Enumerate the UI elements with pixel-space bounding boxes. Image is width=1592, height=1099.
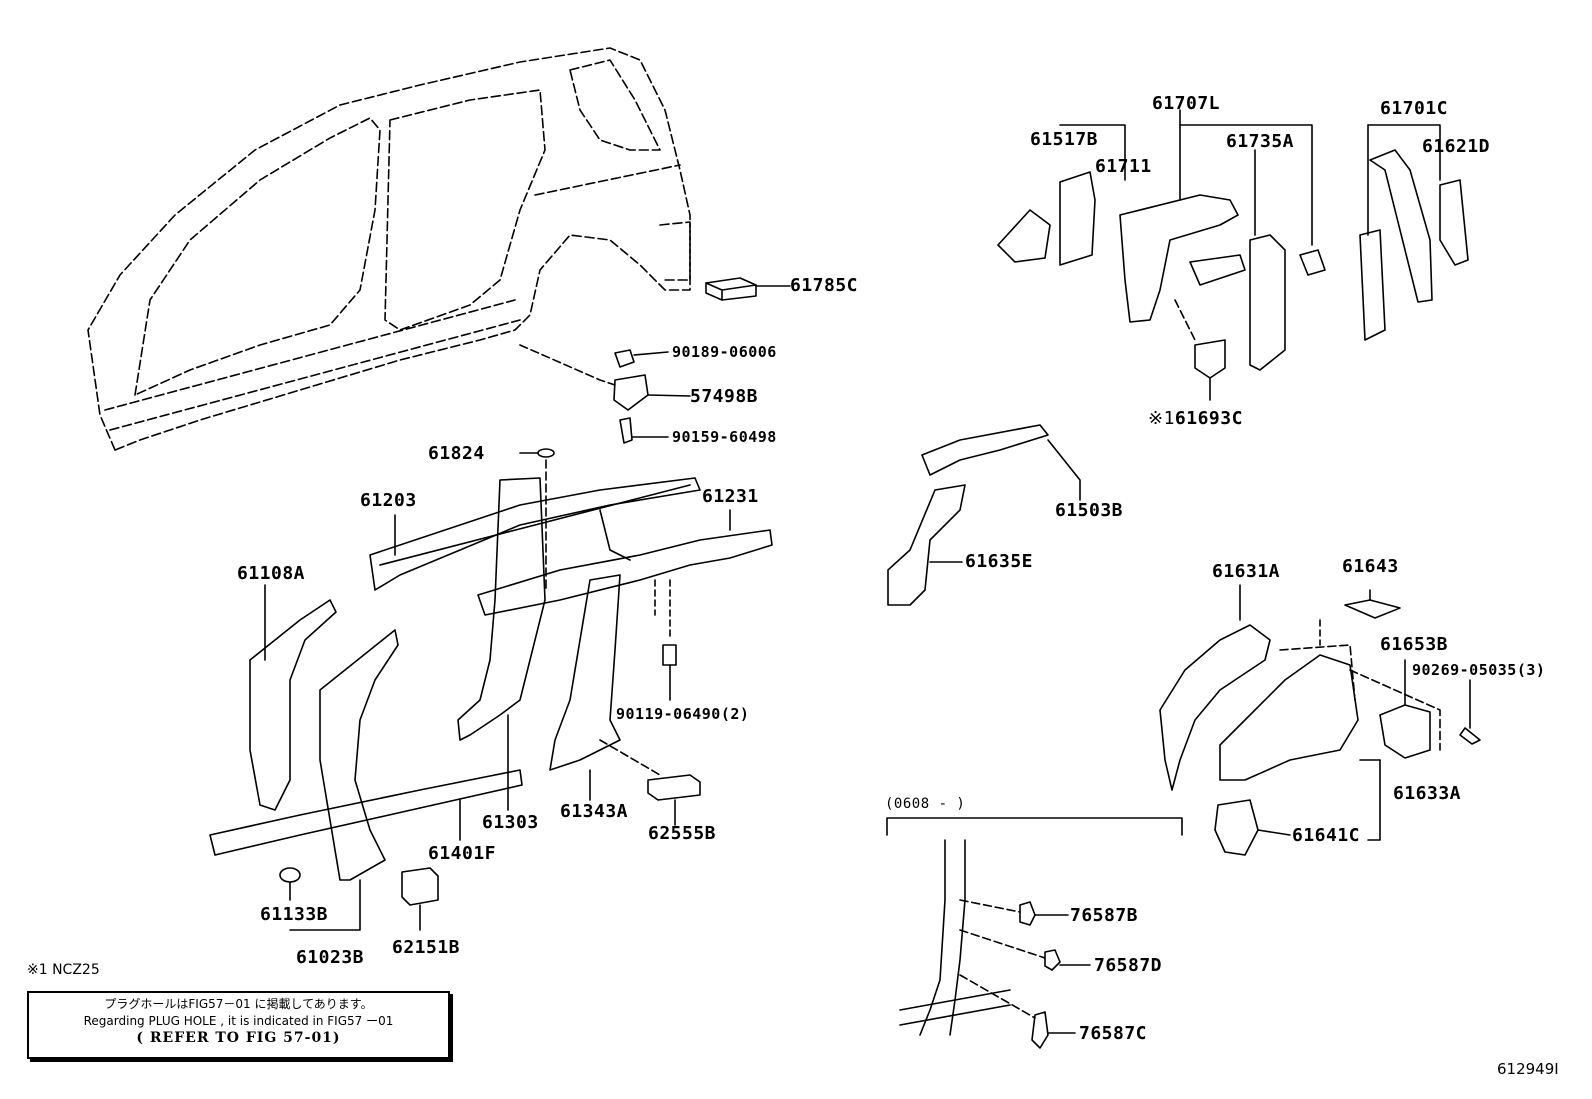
label-61503B: 61503B [1055, 500, 1124, 521]
label-76587C: 76587C [1079, 1023, 1148, 1044]
label-90119-06490: 90119-06490(2) [616, 705, 750, 723]
part-61824 [519, 448, 555, 591]
part-61503B [921, 424, 1081, 501]
label-61635E: 61635E [965, 551, 1034, 572]
part-61635E [887, 484, 966, 606]
label-61643: 61643 [1342, 556, 1399, 577]
label-61693C-text: 61693C [1174, 408, 1243, 429]
part-61641C [1214, 799, 1291, 856]
label-61203: 61203 [360, 490, 417, 511]
part-90269 [1459, 679, 1481, 745]
label-61633A: 61633A [1393, 783, 1462, 804]
label-62555B: 62555B [648, 823, 717, 844]
part-61231 [477, 509, 773, 641]
part-62555B [599, 739, 701, 826]
label-61621D: 61621D [1422, 136, 1491, 157]
part-76587C [1031, 1011, 1076, 1049]
footnote: ※1 NCZ25 [27, 962, 100, 978]
label-61693C: ※161693C [1148, 410, 1243, 428]
label-61401F: 61401F [428, 843, 497, 864]
part-61785C [705, 277, 791, 301]
part-61621D [1439, 179, 1469, 266]
part-61023B [289, 629, 399, 931]
part-61517B [997, 171, 1096, 266]
ref-marker: ※1 [1148, 408, 1175, 429]
part-61343A [549, 574, 621, 801]
figure-id: 612949I [1497, 1060, 1559, 1078]
part-62151B [401, 867, 439, 931]
part-57498B [519, 344, 691, 444]
inset-0608 [886, 817, 1183, 1036]
label-61653B: 61653B [1380, 634, 1449, 655]
label-90269-05035: 90269-05035(3) [1412, 661, 1546, 679]
label-61824: 61824 [428, 443, 485, 464]
label-61631A: 61631A [1212, 561, 1281, 582]
label-61701C: 61701C [1380, 98, 1449, 119]
body-side-outline [87, 47, 691, 451]
label-61711: 61711 [1095, 156, 1152, 177]
part-90119 [662, 644, 677, 701]
label-61343A: 61343A [560, 801, 629, 822]
part-61653B [1349, 659, 1441, 759]
label-61231: 61231 [702, 486, 759, 507]
note-line-ref: ( REFER TO FIG 57-01) [136, 1030, 341, 1046]
part-61693C [1174, 299, 1226, 401]
label-61785C: 61785C [790, 275, 859, 296]
label-61707L: 61707L [1152, 93, 1221, 114]
part-61701C [1359, 124, 1441, 341]
part-61203 [369, 477, 701, 591]
date-range-label: (0608 - ) [885, 796, 966, 812]
label-61303: 61303 [482, 812, 539, 833]
part-61735A [1249, 149, 1326, 371]
part-61631A [1159, 584, 1271, 791]
label-90159-60498: 90159-60498 [672, 428, 777, 446]
label-90189-06006: 90189-06006 [672, 343, 777, 361]
part-61633A [1219, 644, 1381, 841]
label-57498B: 57498B [690, 386, 759, 407]
plug-hole-note-box: プラグホールはFIG57－01 に掲載してあります。 Regarding PLU… [27, 991, 450, 1059]
part-61643 [1319, 589, 1401, 646]
part-61707L [1059, 109, 1313, 323]
label-61735A: 61735A [1226, 131, 1295, 152]
part-61108A [249, 584, 337, 811]
part-76587D [1044, 949, 1091, 971]
part-61303 [457, 477, 546, 811]
label-61023B: 61023B [296, 947, 365, 968]
label-76587B: 76587B [1070, 905, 1139, 926]
note-line-jp: プラグホールはFIG57－01 に掲載してあります。 [104, 997, 373, 1011]
label-61517B: 61517B [1030, 129, 1099, 150]
label-61108A: 61108A [237, 563, 306, 584]
note-line-en: Regarding PLUG HOLE , it is indicated in… [83, 1014, 394, 1028]
label-61641C: 61641C [1292, 825, 1361, 846]
part-61133B [279, 867, 301, 901]
label-62151B: 62151B [392, 937, 461, 958]
label-61133B: 61133B [260, 904, 329, 925]
part-61401F [209, 769, 523, 856]
part-76587B [1019, 901, 1069, 926]
label-76587D: 76587D [1094, 955, 1163, 976]
